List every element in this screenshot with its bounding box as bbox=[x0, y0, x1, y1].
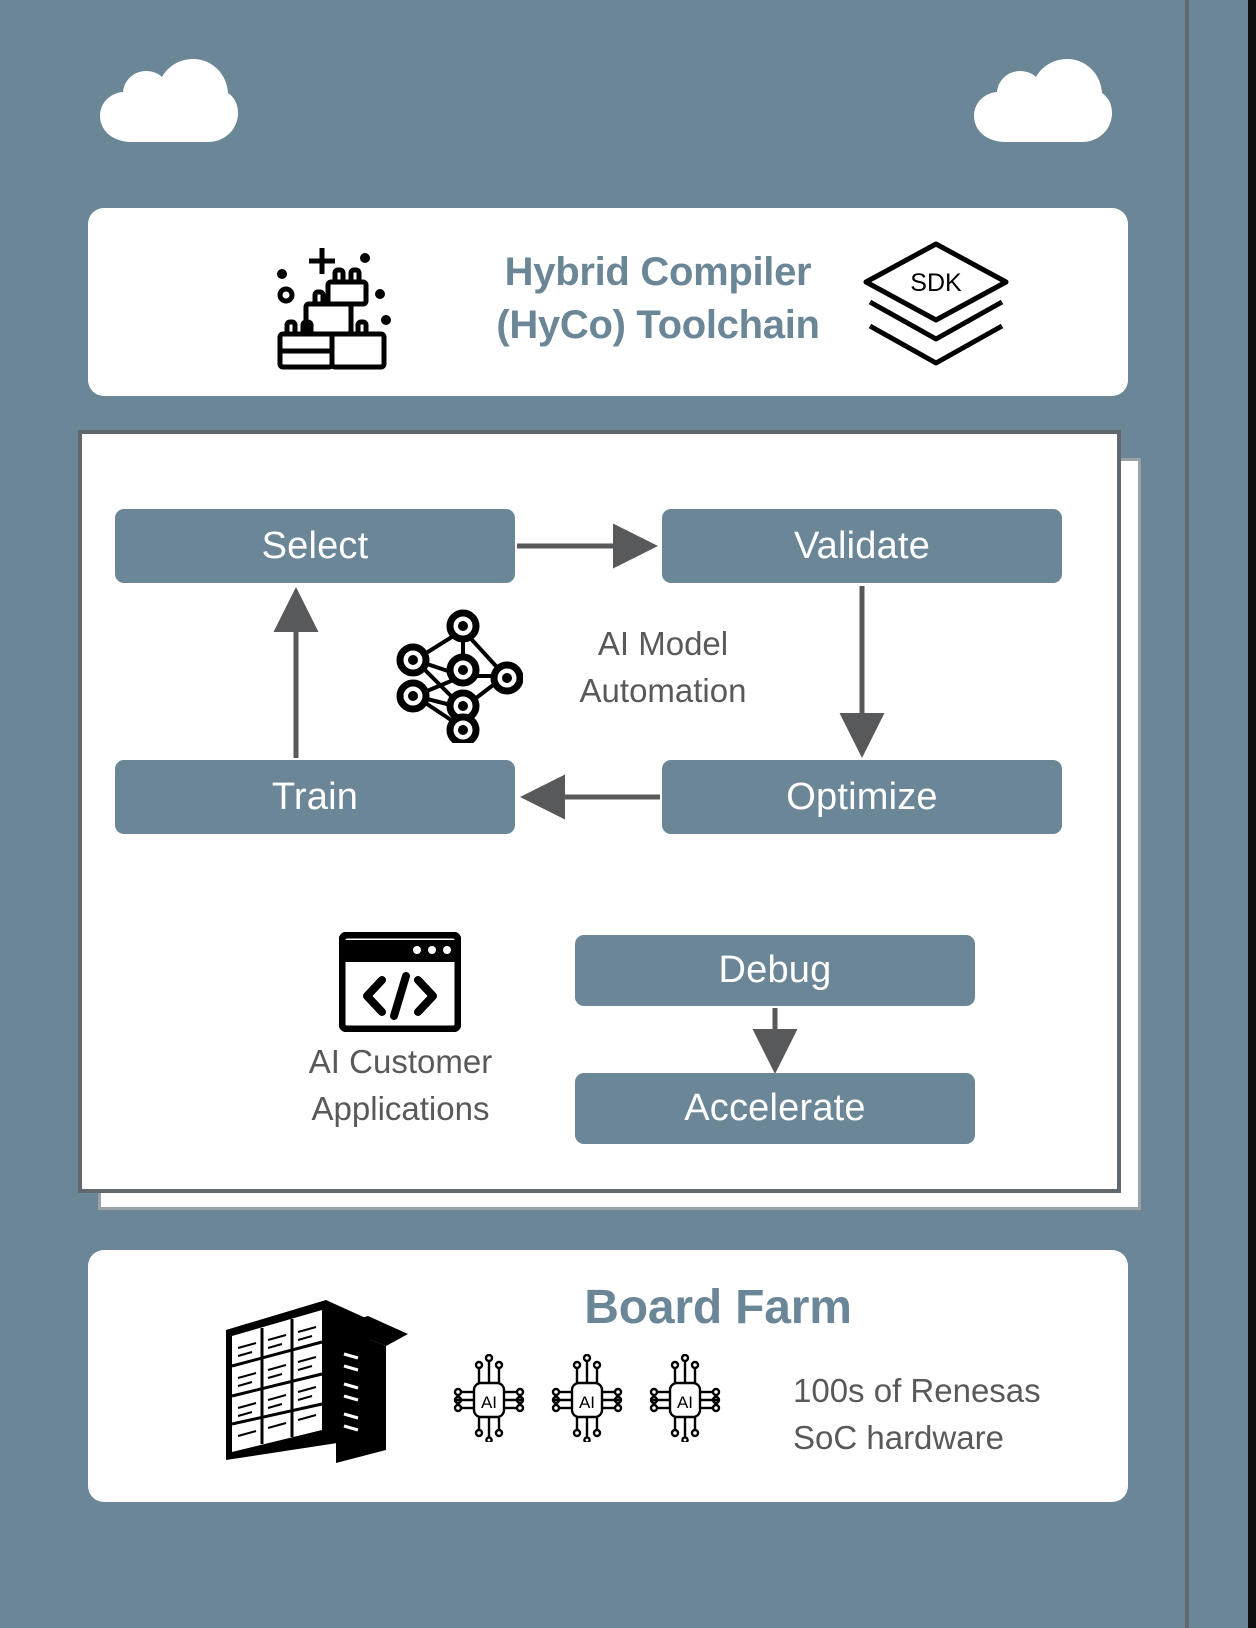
hybrid-compiler-card: Hybrid Compiler (HyCo) Toolchain bbox=[88, 208, 1128, 396]
lego-blocks-icon bbox=[260, 240, 410, 380]
ai-model-line-2: Automation bbox=[579, 672, 747, 710]
ai-chip-icon: AI bbox=[649, 1354, 721, 1442]
cloud-icon-right bbox=[972, 58, 1114, 144]
process-box-optimize[interactable]: Optimize bbox=[662, 760, 1062, 834]
title-line-2: (HyCo) Toolchain bbox=[496, 302, 820, 347]
ai-chip-icon: AI bbox=[551, 1354, 623, 1442]
process-box-accelerate[interactable]: Accelerate bbox=[575, 1073, 975, 1144]
right-edge-band bbox=[1248, 0, 1256, 1628]
ai-apps-line-2: Applications bbox=[311, 1090, 490, 1128]
board-farm-title: Board Farm bbox=[584, 1281, 852, 1334]
code-window-icon bbox=[338, 931, 462, 1037]
ai-model-automation-label: AI Model Automation bbox=[538, 620, 788, 714]
ai-chip-label: AI bbox=[677, 1393, 693, 1412]
ai-chip-label: AI bbox=[579, 1393, 595, 1412]
process-box-validate[interactable]: Validate bbox=[662, 509, 1062, 583]
title-line-1: Hybrid Compiler bbox=[504, 250, 812, 294]
right-edge-rule bbox=[1185, 0, 1189, 1628]
ai-apps-line-1: AI Customer bbox=[308, 1043, 493, 1080]
ai-model-line-1: AI Model bbox=[597, 625, 729, 662]
process-box-select[interactable]: Select bbox=[115, 509, 515, 583]
process-box-debug[interactable]: Debug bbox=[575, 935, 975, 1006]
ai-chips-row: AI AI bbox=[453, 1354, 721, 1442]
sdk-label: SDK bbox=[910, 269, 962, 297]
ai-chip-icon: AI bbox=[453, 1354, 525, 1442]
board-farm-sub-line-2: SoC hardware bbox=[793, 1418, 1004, 1456]
server-rack-icon bbox=[218, 1288, 408, 1468]
ai-chip-label: AI bbox=[481, 1393, 497, 1412]
sdk-layers-icon: SDK bbox=[860, 238, 1012, 373]
board-farm-card: Board Farm AI bbox=[88, 1250, 1128, 1502]
board-farm-sub-line-1: 100s of Renesas bbox=[793, 1372, 1041, 1409]
neural-network-icon bbox=[393, 608, 524, 748]
ai-customer-applications-label: AI Customer Applications bbox=[263, 1038, 538, 1132]
cloud-icon-left bbox=[98, 58, 240, 144]
process-box-train[interactable]: Train bbox=[115, 760, 515, 834]
board-farm-subtitle: 100s of Renesas SoC hardware bbox=[793, 1368, 1123, 1462]
page-title: Hybrid Compiler (HyCo) Toolchain bbox=[418, 246, 898, 352]
